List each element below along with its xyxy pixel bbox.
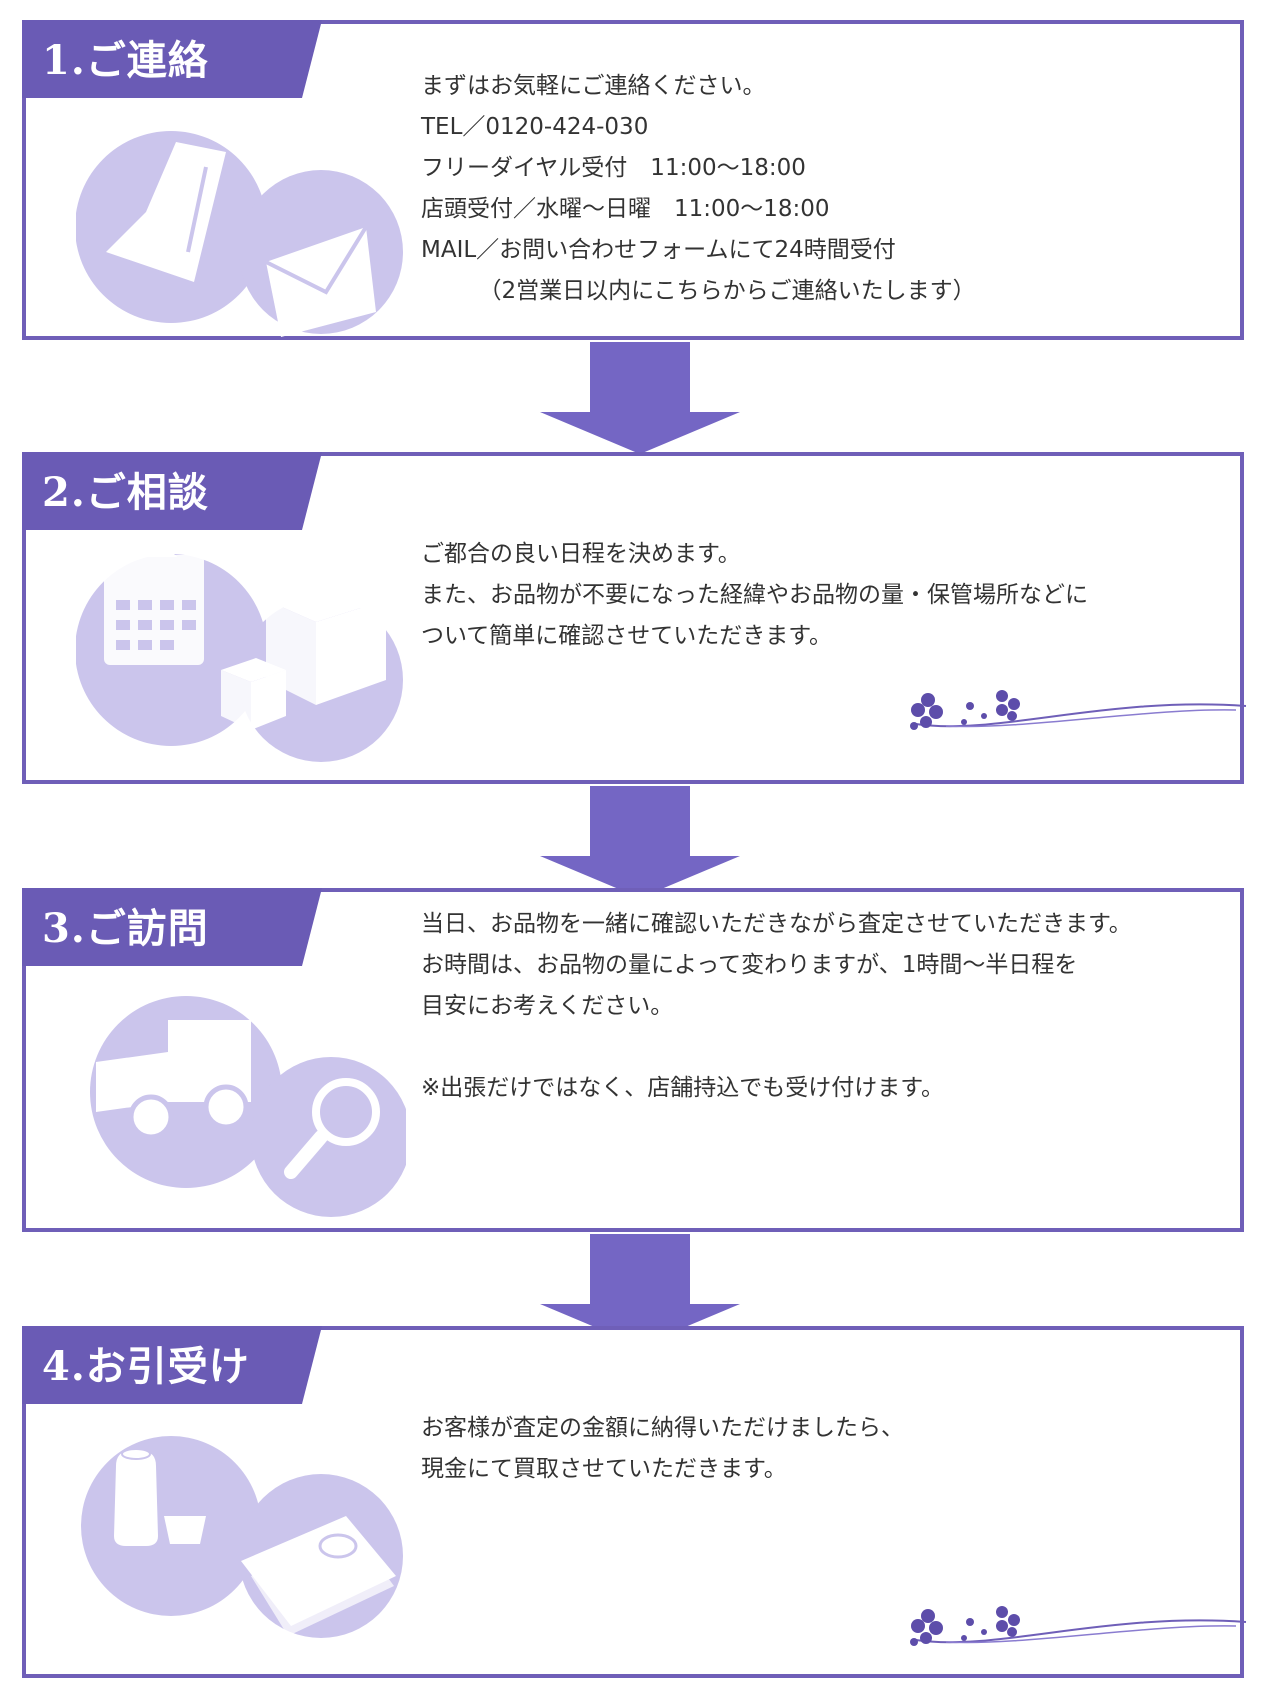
step-tab: 2.ご相談	[22, 452, 322, 530]
step-tab: 3.ご訪問	[22, 888, 322, 966]
step-description: お客様が査定の金額に納得いただけましたら、 現金にて買取させていただきます。	[421, 1408, 904, 1490]
text-line: MAIL／お問い合わせフォームにて24時間受付	[421, 237, 896, 263]
text-line: 目安にお考えください。	[421, 993, 674, 1019]
envelope-icon	[265, 225, 376, 337]
text-line: ご都合の良い日程を決めます。	[421, 541, 741, 567]
down-arrow-icon	[540, 786, 740, 898]
note-line: ※出張だけではなく、店舗持込でも受け付けます。	[421, 1075, 944, 1101]
step-title: 4.お引受け	[42, 1343, 250, 1390]
step-description: ご都合の良い日程を決めます。 また、お品物が不要になった経緯やお品物の量・保管場…	[421, 534, 1088, 657]
cash-icon	[241, 1516, 396, 1636]
visit-illustration	[90, 996, 406, 1217]
step-title: 2.ご相談	[42, 469, 209, 516]
flower-ornament-icon	[909, 1605, 1247, 1647]
step-acceptance: 4.お引受け お客様が査定の金額に納得いただけましたら、 現金にて買取させていた…	[22, 1326, 1247, 1678]
step-tab: 1.ご連絡	[22, 20, 322, 98]
step-description: まずはお気軽にご連絡ください。 TEL／0120-424-030 フリーダイヤル…	[421, 66, 976, 312]
calendar-icon	[104, 540, 204, 665]
text-line: 店頭受付／水曜～日曜 11:00～18:00	[421, 196, 830, 222]
text-line: 当日、お品物を一緒に確認いただきながら査定させていただきます。	[421, 911, 1132, 937]
sake-set-icon	[114, 1448, 206, 1546]
acceptance-illustration	[81, 1436, 403, 1638]
step-title: 1.ご連絡	[42, 37, 209, 84]
consultation-illustration	[76, 540, 403, 762]
phone-number: TEL／0120-424-030	[421, 114, 649, 140]
step-tab: 4.お引受け	[22, 1326, 322, 1404]
text-line: （2営業日以内にこちらからご連絡いたします）	[421, 278, 976, 304]
text-line: まずはお気軽にご連絡ください。	[421, 73, 766, 99]
step-visit: 3.ご訪問 当日、お品物を一緒に確認いただきながら査定させていただきます。 お時…	[22, 888, 1244, 1232]
text-line: フリーダイヤル受付 11:00～18:00	[421, 155, 806, 181]
step-description: 当日、お品物を一緒に確認いただきながら査定させていただきます。 お時間は、お品物…	[421, 904, 1132, 1109]
boxes-icon	[221, 580, 386, 730]
text-line: お時間は、お品物の量によって変わりますが、1時間～半日程を	[421, 952, 1078, 978]
text-line: 現金にて買取させていただきます。	[421, 1456, 787, 1482]
step-consultation: 2.ご相談 ご都合の良い日程を決めます。 また、お品物が不要になった経緯やお品物…	[22, 452, 1247, 784]
document-icon	[106, 142, 226, 282]
text-line: ついて簡単に確認させていただきます。	[421, 623, 833, 649]
step-contact: 1.ご連絡 まずはお気軽にご連絡ください。 TEL／0120-424-030 フ…	[22, 20, 1244, 340]
magnifier-icon	[284, 1078, 380, 1179]
down-arrow-icon	[540, 342, 740, 454]
flower-ornament-icon	[909, 689, 1247, 731]
step-title: 3.ご訪問	[42, 905, 209, 952]
text-line	[421, 1027, 1132, 1068]
text-line: また、お品物が不要になった経緯やお品物の量・保管場所などに	[421, 582, 1088, 608]
truck-icon	[96, 1020, 251, 1140]
text-line: お客様が査定の金額に納得いただけましたら、	[421, 1415, 904, 1441]
contact-illustration	[76, 131, 403, 337]
